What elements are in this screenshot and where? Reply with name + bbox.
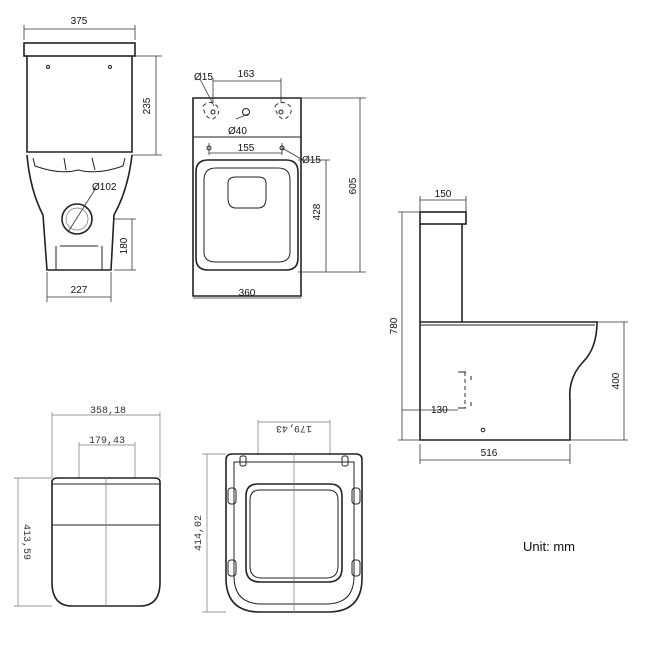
- front-view: 375 235 Ø102 180 227: [23, 16, 162, 302]
- bowl-length-label: 428: [312, 203, 323, 220]
- seat-hinge-label: 179,43: [89, 436, 125, 447]
- base-length-label: 516: [481, 448, 498, 459]
- side-view: 150 780 400 130 516: [389, 189, 628, 464]
- seat-length-label: 413,59: [20, 524, 31, 560]
- outlet-height-label: 180: [119, 237, 130, 254]
- total-length-label: 605: [348, 177, 359, 194]
- cistern-height-label: 235: [142, 97, 153, 114]
- button-dia-label: Ø40: [228, 126, 247, 137]
- hole-dia-right-label: Ø15: [302, 155, 321, 166]
- seat-bottom-hinge-label: 179,43: [276, 422, 312, 433]
- hole-spacing-label: 163: [238, 69, 255, 80]
- front-width-label: 375: [71, 16, 88, 27]
- outlet-height-side-label: 130: [431, 405, 448, 416]
- base-width-label: 227: [71, 285, 88, 296]
- outlet-dia-label: Ø102: [92, 182, 117, 193]
- seat-top-view: 358,18 179,43 413,59: [14, 406, 161, 607]
- top-width-label: 360: [239, 288, 256, 299]
- seat-width-label: 358,18: [90, 406, 126, 417]
- seat-bottom-length-label: 414,02: [194, 515, 205, 551]
- top-view: Ø15 163 Ø40 155 Ø15 428 605 360: [192, 69, 366, 299]
- cistern-depth-label: 150: [435, 189, 452, 200]
- seat-height-label: 400: [611, 372, 622, 389]
- total-height-label: 780: [389, 317, 400, 334]
- hole-dia-left-label: Ø15: [194, 72, 213, 83]
- unit-label: Unit: mm: [523, 539, 575, 554]
- seat-bottom-view: 179,43 414,02: [194, 420, 363, 613]
- fix-spacing-label: 155: [238, 143, 255, 154]
